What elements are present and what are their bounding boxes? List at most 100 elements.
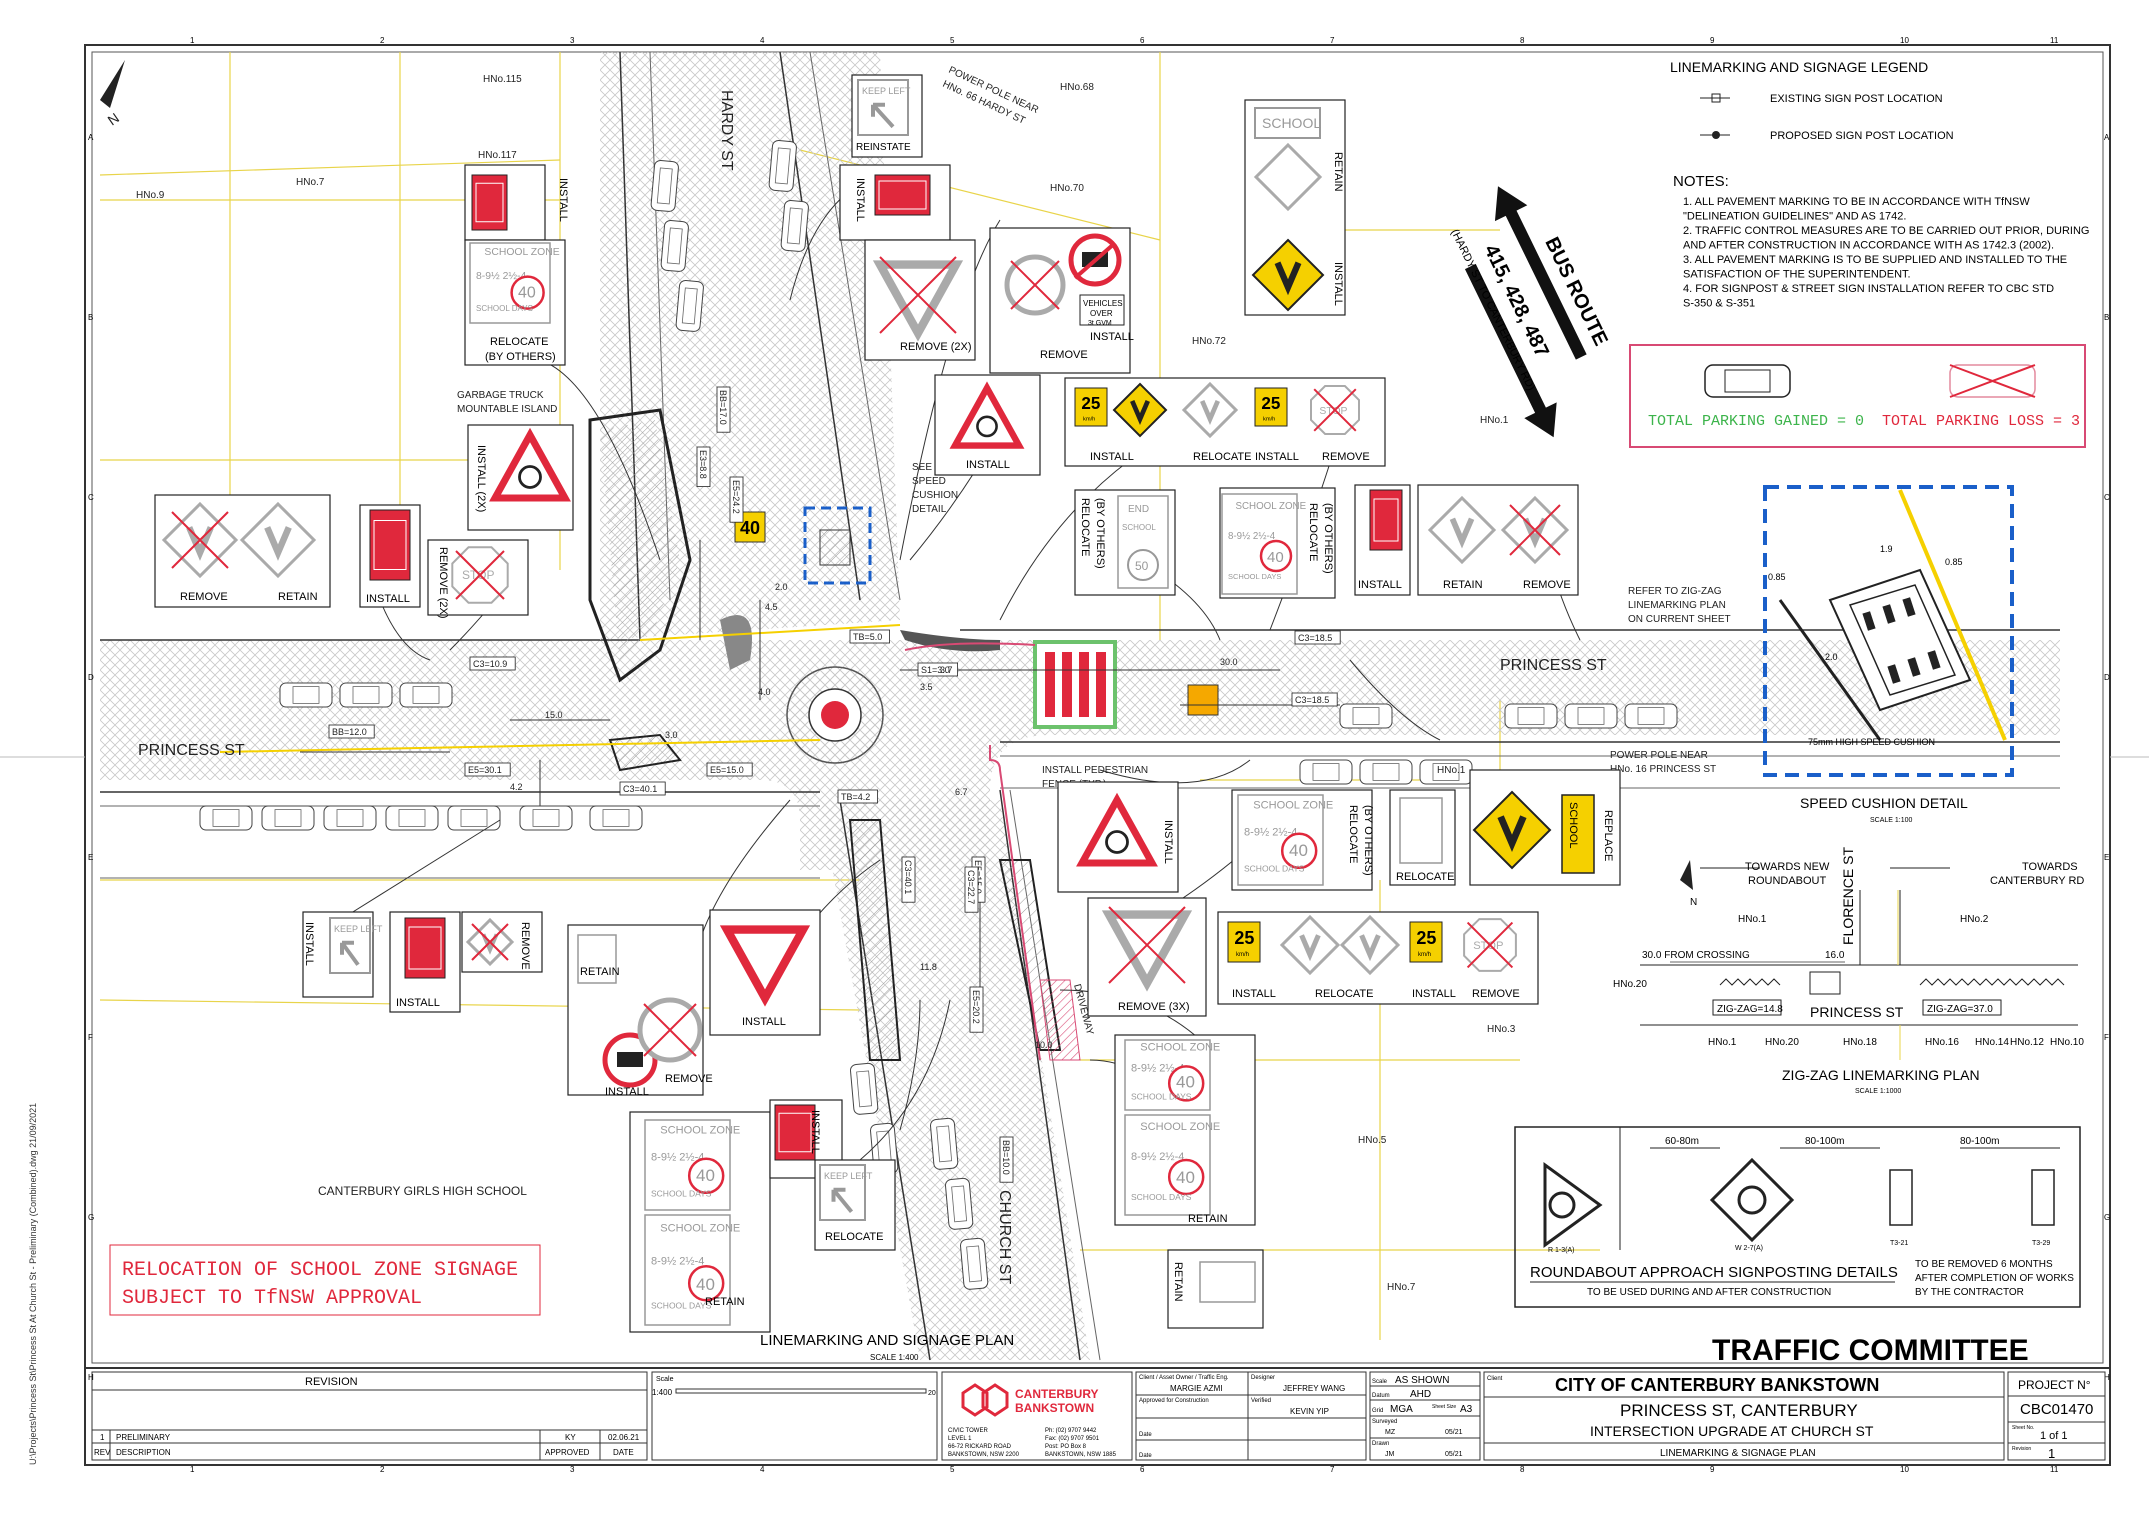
car-cabin [1352, 707, 1380, 725]
sign-action-label: (BY OTHERS) [1094, 498, 1106, 569]
cross-mark [879, 256, 957, 334]
sign-action-label: INSTALL [366, 593, 410, 605]
sign-action-label: RETAIN [1443, 579, 1483, 591]
car-icon [960, 1237, 989, 1290]
svg-text:ON CURRENT SHEET: ON CURRENT SHEET [1628, 614, 1731, 625]
dimension-text: 4.5 [765, 602, 778, 612]
chevron-icon [1299, 934, 1321, 962]
svg-text:ZIG-ZAG=14.8: ZIG-ZAG=14.8 [1717, 1004, 1783, 1015]
house-label: HNo.7 [296, 177, 325, 188]
sign-action-label: RETAIN [1188, 1213, 1228, 1225]
school-zone-text: SCHOOL ZONE [1140, 1121, 1220, 1133]
note-line: 3. ALL PAVEMENT MARKING IS TO BE SUPPLIE… [1683, 254, 2067, 266]
svg-text:PRINCESS ST: PRINCESS ST [1810, 1004, 1904, 1020]
sign-action-label: RELOCATE [1079, 498, 1091, 556]
svg-text:Grid: Grid [1372, 1408, 1383, 1414]
grid-col-label: 5 [950, 1465, 955, 1474]
roundabout-warning-sign [1709, 1157, 1795, 1243]
pedestrian-sign-icon [1399, 797, 1443, 864]
car-cabin [212, 809, 240, 827]
car-cabin [1312, 763, 1340, 781]
sign-action-label: REMOVE [180, 591, 228, 603]
svg-text:R 1-3(A): R 1-3(A) [1548, 1247, 1574, 1254]
school-times-text: 8-9½ 2½-4 [651, 1256, 704, 1268]
svg-text:N: N [1690, 897, 1697, 908]
plan-title: LINEMARKING AND SIGNAGE PLAN [760, 1332, 1014, 1349]
svg-text:Surveyed: Surveyed [1372, 1419, 1397, 1425]
project-subtitle: INTERSECTION UPGRADE AT CHURCH ST [1590, 1423, 1874, 1439]
car-icon [1504, 703, 1558, 729]
dimension: 4.5 [765, 602, 778, 612]
dimension-text: S1=3.0 [921, 665, 950, 675]
sign-action-label: INSTALL [742, 1016, 786, 1028]
svg-text:INSTALL PEDESTRIAN: INSTALL PEDESTRIAN [1042, 765, 1148, 776]
legend-title: LINEMARKING AND SIGNAGE LEGEND [1670, 59, 1928, 75]
contact-line: Fax: (02) 9707 9501 [1045, 1436, 1100, 1442]
school-days-text: SCHOOL DAYS [651, 1189, 712, 1199]
svg-text:A3: A3 [1460, 1404, 1473, 1415]
dimension-box [716, 386, 731, 433]
svg-text:0.85: 0.85 [1768, 572, 1786, 582]
parked-cars [199, 140, 1678, 1290]
grid-col-label: 3 [570, 36, 575, 45]
car-cabin [352, 686, 380, 704]
sign-action-label: (BY OTHERS) [1362, 805, 1374, 876]
unit-text: km/h [1418, 952, 1431, 958]
dimension-box [999, 1136, 1014, 1183]
princess-st-label-right: PRINCESS ST [1500, 657, 1607, 674]
cross-mark [455, 550, 505, 600]
over-text: OVER [1090, 309, 1113, 318]
svg-text:SCALE 1:1000: SCALE 1:1000 [1855, 1088, 1901, 1095]
zigzag-plan: N TOWARDS NEW ROUNDABOUT TOWARDS CANTERB… [1613, 847, 2084, 1095]
dimension-box [969, 986, 984, 1033]
council-name: CITY OF CANTERBURY BANKSTOWN [1555, 1375, 1879, 1395]
sign-action-label: INSTALL [1090, 331, 1134, 343]
sign-action-label: INSTALL [1162, 820, 1174, 864]
school-days-text: SCHOOL DAYS [1131, 1092, 1192, 1102]
note-line: 1. ALL PAVEMENT MARKING TO BE IN ACCORDA… [1683, 196, 2030, 208]
contact-line: Ph: (02) 9707 9442 [1045, 1428, 1097, 1434]
advisory-speed-sign-icon [1254, 387, 1288, 427]
grid-row-label: B [2104, 313, 2109, 322]
house-label: HNo.20 [1765, 1037, 1799, 1048]
speed-limit-roundel [1259, 539, 1293, 573]
yellow-warning-sign-icon [1251, 238, 1325, 312]
car-icon [780, 200, 809, 252]
svg-text:N: N [105, 110, 122, 129]
hazard-marker-icon [1427, 495, 1497, 565]
grid-col-label: 3 [570, 1465, 575, 1474]
no-stopping-sign-icon [404, 917, 446, 979]
car-body [945, 1177, 974, 1230]
house-label: HNo.70 [1050, 183, 1084, 194]
svg-text:REVISION: REVISION [305, 1376, 358, 1388]
address-line: 66-72 RICKARD ROAD [948, 1444, 1012, 1450]
school-times-text: 8-9½ 2½-4 [476, 271, 526, 282]
svg-text:Date: Date [1139, 1453, 1152, 1459]
cross-mark [171, 511, 229, 569]
grid-col-label: 11 [2050, 36, 2059, 45]
svg-text:DATE: DATE [613, 1448, 634, 1457]
keep-left-sign-icon [819, 1164, 866, 1221]
svg-text:CANTERBURY RD: CANTERBURY RD [1990, 875, 2084, 887]
traffic-committee-heading: TRAFFIC COMMITTEE [1712, 1334, 2029, 1367]
svg-text:60-80m: 60-80m [1665, 1136, 1699, 1147]
car-body [675, 280, 704, 332]
svg-text:LINEMARKING PLAN: LINEMARKING PLAN [1628, 600, 1726, 611]
sign-action-label: INSTALL [1358, 579, 1402, 591]
keep-left-sign-icon [857, 79, 909, 136]
no-stopping-sign-icon [874, 174, 931, 216]
svg-text:FLORENCE ST: FLORENCE ST [1840, 847, 1856, 945]
svg-text:LINEMARKING & SIGNAGE PLAN: LINEMARKING & SIGNAGE PLAN [1660, 1448, 1816, 1459]
sign-action-label: INSTALL [809, 1110, 821, 1154]
grid-col-label: 6 [1140, 36, 1145, 45]
dimension: TB=5.0 [849, 629, 890, 644]
advisory-speed-text: 25 [1081, 394, 1101, 413]
grid-row-label: E [88, 853, 93, 862]
car-icon [850, 1062, 879, 1115]
give-way-sign-icon [872, 260, 964, 342]
